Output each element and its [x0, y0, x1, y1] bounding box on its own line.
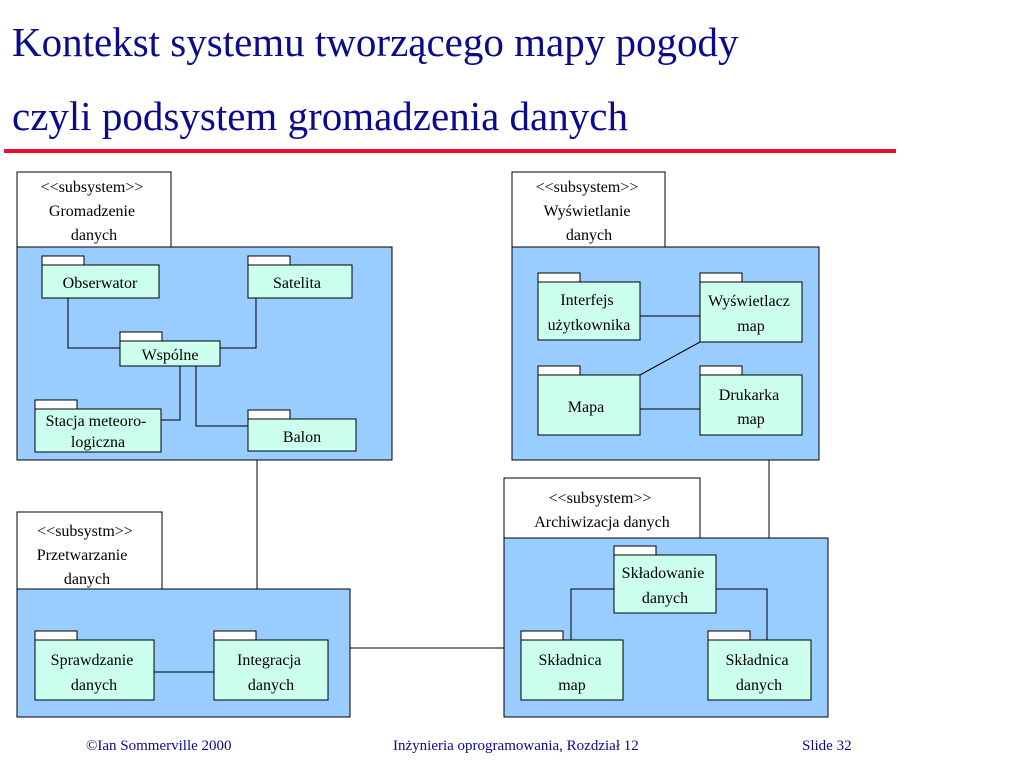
subsystem-tab: [16, 511, 163, 590]
svg-text:Stacja meteoro- logicz: Stacja meteoro- logiczna: [46, 413, 151, 451]
subsystem-label: <<subsystem>> Wyświetlanie danych: [536, 179, 643, 244]
archiwizacja-links: [570, 588, 768, 640]
package-sprawdzanie-danych: Sprawdzanie danych: [34, 630, 155, 701]
subsystem-tab: [503, 477, 701, 539]
subsystem-label: <<subsystm>> Przetwarzanie danych: [37, 523, 137, 588]
package-satelita: Satelita: [247, 255, 353, 299]
package-skladnica-map: Składnica map: [520, 630, 624, 701]
subsystem-tab: [511, 171, 666, 248]
svg-text:Balon: Balon: [283, 429, 321, 446]
package-balon: Balon: [247, 409, 357, 452]
svg-text:Obserwator: Obserwator: [63, 275, 138, 292]
subsystem-links: [256, 460, 770, 649]
subsystem-label: <<subsystem>> Archiwizacja danych: [534, 490, 669, 531]
package-wspolne: Wspólne: [119, 331, 221, 367]
footer-course-title: Inżynieria oprogramowania, Rozdział 12: [393, 738, 639, 754]
package-interfejs-uzytkownika: Interfejs użytkownika: [537, 272, 641, 341]
svg-text:Drukarka map: Drukarka map: [719, 387, 783, 428]
subsystem-gromadzenie-danych: <<subsystem>> Gromadzenie danych Obserwa…: [16, 171, 393, 461]
subsystem-przetwarzanie-danych: <<subsystm>> Przetwarzanie danych Sprawd…: [16, 511, 351, 718]
package-stacja-meteorologiczna: Stacja meteoro- logiczna: [34, 399, 162, 453]
subsystem-archiwizacja-danych: <<subsystem>> Archiwizacja danych Składo…: [503, 477, 829, 718]
svg-text:Mapa: Mapa: [568, 399, 604, 416]
footer-slide-number: Slide 32: [802, 738, 852, 754]
svg-text:Składnica map: Składnica map: [538, 652, 605, 694]
gromadzenie-links: [67, 298, 257, 427]
package-drukarka-map: Drukarka map: [699, 365, 803, 436]
svg-text:Interfejs użytkownika: Interfejs użytkownika: [548, 292, 631, 334]
package-mapa: Mapa: [537, 365, 641, 436]
svg-text:Składnica danych: Składnica danych: [725, 652, 792, 694]
svg-text:Sprawdzanie danych: Sprawdzanie danych: [51, 652, 138, 694]
subsystem-wyswietlanie-danych: <<subsystem>> Wyświetlanie danych Interf…: [511, 171, 820, 461]
package-skladowanie-danych: Składowanie danych: [613, 545, 717, 614]
wyswietlanie-links: [639, 315, 701, 410]
svg-text:Wyświetlacz map: Wyświetlacz map: [708, 293, 794, 335]
package-wyswietlacz-map: Wyświetlacz map: [699, 272, 803, 343]
svg-text:Wspólne: Wspólne: [142, 347, 199, 364]
footer-copyright: ©Ian Sommerville 2000: [86, 738, 232, 754]
subsystem-label: <<subsystem>> Gromadzenie danych: [41, 179, 148, 244]
title-underline: [4, 149, 896, 153]
slide-title-line-1: Kontekst systemu tworzącego mapy pogody: [12, 19, 739, 65]
svg-text:Satelita: Satelita: [273, 275, 321, 292]
svg-text:Integracja danych: Integracja danych: [237, 652, 305, 694]
svg-text:Składowanie danych: Składowanie danych: [622, 565, 709, 607]
package-integracja-danych: Integracja danych: [213, 630, 329, 701]
package-obserwator: Obserwator: [41, 255, 160, 299]
package-skladnica-danych: Składnica danych: [707, 630, 812, 701]
slide-title-line-2: czyli podsystem gromadzenia danych: [12, 93, 628, 139]
